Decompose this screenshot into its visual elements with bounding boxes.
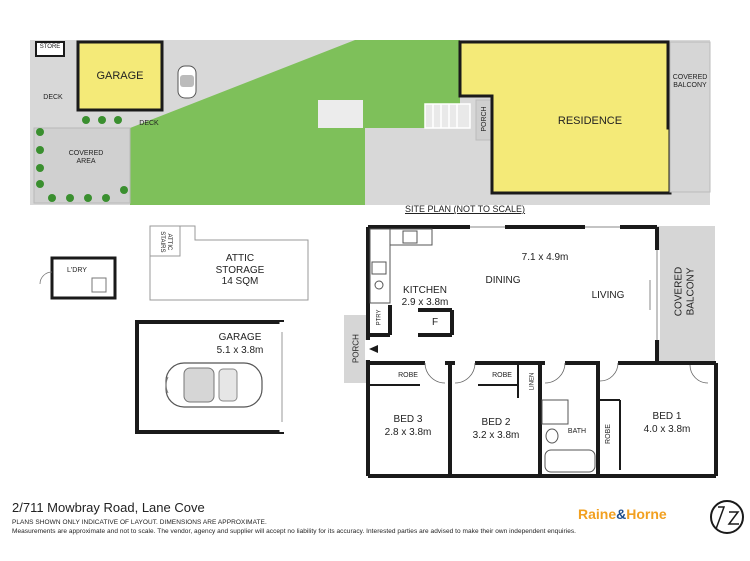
dining-label: DINING [485, 275, 521, 286]
pantry-label: PTRY [376, 309, 383, 326]
living-label: LIVING [591, 290, 625, 301]
site-covered-balcony-line-2: BALCONY [673, 82, 707, 90]
attic-storage-label: ATTIC STORAGE 14 SQM [200, 253, 280, 288]
robe-bed1-label: ROBE [604, 424, 612, 444]
bed2-dims-label: 3.2 x 3.8m [472, 430, 520, 441]
compass-icon [710, 500, 744, 534]
residence-building [458, 40, 672, 195]
agency-logo: Raine&Horne [578, 506, 667, 522]
garage-name-label: GARAGE [218, 332, 262, 343]
attic-stairs-label: ATTIC STAIRS [158, 225, 172, 259]
plan-porch-label: PORCH [351, 334, 361, 364]
disclaimer-line-1: PLANS SHOWN ONLY INDICATIVE OF LAYOUT. D… [12, 519, 267, 526]
covered-area-label: COVERED AREA [56, 150, 116, 166]
living-dims-label: 7.1 x 4.9m [521, 252, 569, 263]
site-steps [424, 103, 471, 129]
bed3-name-label: BED 3 [393, 414, 423, 425]
store-building [35, 41, 65, 57]
kitchen-benches [369, 228, 433, 304]
fridge-label: F [431, 317, 439, 328]
covered-area-line-1: COVERED [68, 150, 104, 157]
bed1-name-label: BED 1 [652, 411, 682, 422]
agency-logo-horne: Horne [626, 506, 667, 522]
bathroom-fixtures [541, 399, 596, 473]
plan-covered-balcony-label: COVERED BALCONY [674, 247, 697, 337]
bed2-name-label: BED 2 [481, 417, 511, 428]
entry-arrow [369, 345, 378, 353]
main-floor-plan [344, 224, 718, 478]
covered-area-line-2: AREA [76, 158, 96, 166]
site-path [318, 100, 363, 128]
site-covered-balcony-label: COVERED BALCONY [670, 74, 710, 90]
plan-covered-balcony [657, 226, 715, 362]
site-garage-building [76, 40, 164, 112]
laundry-building [39, 256, 117, 300]
site-plan [30, 40, 711, 205]
site-covered-balcony [669, 41, 711, 193]
plan-covered-balcony-line-2: BALCONY [685, 267, 696, 316]
residence-label: RESIDENCE [557, 115, 623, 127]
kitchen-name-label: KITCHEN [403, 285, 447, 296]
garden-bushes [36, 116, 128, 202]
attic-stairs-line-2: STAIRS [159, 231, 165, 253]
attic-storage-line-2: STORAGE [215, 264, 265, 276]
site-plan-title: SITE PLAN (NOT TO SCALE) [405, 204, 526, 214]
attic-storage-line-3: 14 SQM [221, 276, 259, 287]
robe-bed3-label: ROBE [398, 372, 418, 379]
agency-logo-raine: Raine [578, 506, 617, 522]
laundry-label: L'DRY [67, 267, 87, 274]
deck-left-label: DECK [43, 94, 63, 101]
disclaimer-line-2: Measurements are approximate and not to … [12, 528, 577, 535]
kitchen-dims-label: 2.9 x 3.8m [401, 297, 449, 308]
deck-mid-label: DECK [139, 120, 159, 127]
bath-label: BATH [567, 428, 587, 435]
bed1-dims-label: 4.0 x 3.8m [643, 424, 691, 435]
garage-dims-label: 5.1 x 3.8m [216, 345, 264, 356]
driveway-car [177, 65, 197, 99]
attic-storage-line-1: ATTIC [225, 253, 255, 264]
site-covered-balcony-line-1: COVERED [672, 74, 708, 81]
site-porch-label: PORCH [480, 106, 488, 132]
garage-plan [135, 320, 285, 434]
site-garage-label: GARAGE [96, 70, 144, 82]
garage-car [165, 362, 263, 408]
plan-porch [344, 315, 368, 383]
attic-stairs-box [149, 225, 181, 257]
property-address: 2/711 Mowbray Road, Lane Cove [12, 500, 205, 515]
lawn-area [130, 40, 460, 205]
linen-label: LINEN [529, 372, 536, 391]
attic-stairs-line-1: ATTIC [165, 233, 172, 251]
attic-storage [149, 225, 309, 301]
covered-area [33, 127, 131, 204]
robe-bed2-label: ROBE [492, 372, 512, 379]
plan-covered-balcony-line-1: COVERED [673, 266, 685, 317]
store-label: STORE [39, 44, 61, 50]
agency-logo-amp: & [616, 506, 627, 522]
bed3-dims-label: 2.8 x 3.8m [384, 427, 432, 438]
